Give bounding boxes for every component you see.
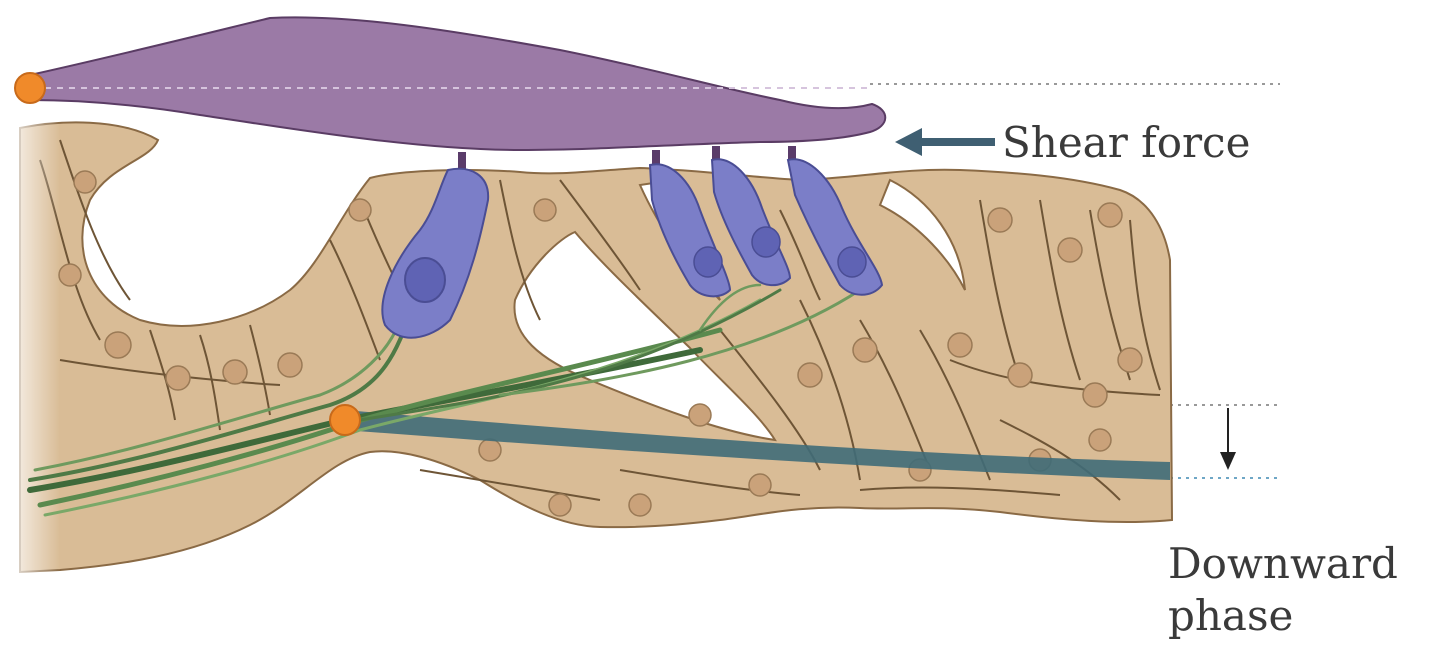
shear-force-label: Shear force bbox=[1002, 122, 1250, 164]
tectorial-membrane bbox=[30, 17, 885, 150]
downward-arrow bbox=[1220, 408, 1236, 470]
tectorial-pivot-point bbox=[15, 73, 45, 103]
downward-label-line2: phase bbox=[1168, 590, 1398, 642]
shear-force-arrow bbox=[895, 128, 995, 156]
downward-phase-label: Downward phase bbox=[1168, 538, 1398, 642]
basilar-pivot-point bbox=[330, 405, 360, 435]
downward-label-line1: Downward bbox=[1168, 538, 1398, 590]
left-edge-fade bbox=[0, 110, 60, 590]
